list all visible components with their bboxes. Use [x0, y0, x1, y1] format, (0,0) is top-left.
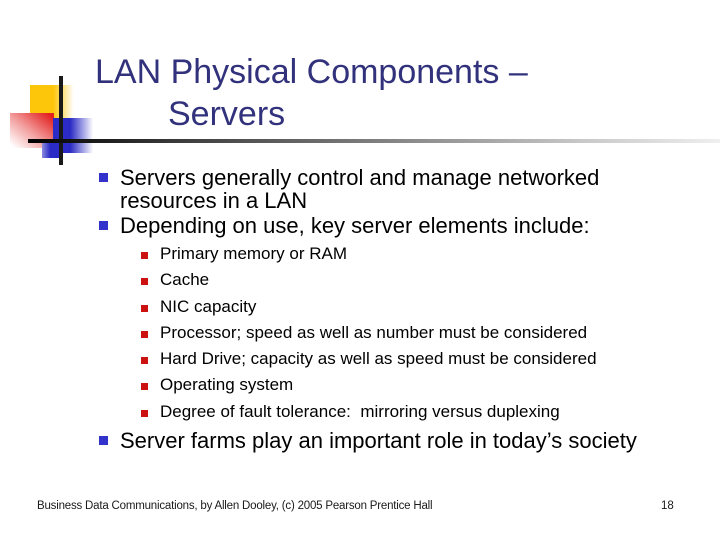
bullet-text: Server farms play an important role in t… [120, 428, 637, 454]
bullet-text: Servers generally control and manage net… [120, 165, 606, 213]
vertical-crosshair-line [59, 76, 63, 165]
sub-bullet-item: Cache [141, 267, 659, 293]
sub-bullet-item: Operating system [141, 372, 659, 398]
sub-bullet-list: Primary memory or RAM Cache NIC capacity… [141, 241, 659, 425]
red-square-bullet-icon [141, 357, 148, 365]
yellow-square-decoration [30, 85, 75, 118]
sub-bullet-text: Hard Drive; capacity as well as speed mu… [160, 349, 597, 369]
sub-bullet-text: Degree of fault tolerance: mirroring ver… [160, 401, 560, 421]
bullet-item: Servers generally control and manage net… [99, 162, 644, 212]
title-underline-rule [28, 139, 720, 143]
blue-square-bullet-icon [99, 221, 108, 230]
red-square-bullet-icon [141, 304, 148, 312]
sub-bullet-item: Hard Drive; capacity as well as speed mu… [141, 346, 659, 372]
bullet-item: Server farms play an important role in t… [99, 429, 644, 452]
slide-body: Servers generally control and manage net… [99, 162, 659, 452]
slide-page-number: 18 [661, 500, 674, 512]
sub-bullet-text: Cache [160, 270, 210, 290]
blue-square-bullet-icon [99, 436, 108, 446]
red-square-bullet-icon [141, 409, 148, 417]
red-square-bullet-icon [141, 252, 148, 259]
sub-bullet-item: NIC capacity [141, 294, 659, 320]
slide-title-line2: Servers [168, 95, 286, 133]
red-square-bullet-icon [141, 330, 148, 338]
sub-bullet-text: Processor; speed as well as number must … [160, 322, 588, 342]
bullet-text: Depending on use, key server elements in… [120, 213, 590, 238]
footer-citation: Business Data Communications, by Allen D… [37, 500, 433, 512]
sub-bullet-text: NIC capacity [160, 296, 257, 316]
bullet-item: Depending on use, key server elements in… [99, 214, 644, 237]
red-square-bullet-icon [141, 278, 148, 286]
sub-bullet-item: Degree of fault tolerance: mirroring ver… [141, 399, 659, 425]
sub-bullet-text: Primary memory or RAM [160, 244, 348, 263]
slide-title-line1: LAN Physical Components – [95, 53, 528, 91]
sub-bullet-item: Primary memory or RAM [141, 241, 659, 267]
sub-bullet-item: Processor; speed as well as number must … [141, 320, 659, 346]
blue-small-square-decoration [42, 143, 60, 158]
blue-square-bullet-icon [99, 173, 108, 182]
slide-title: LAN Physical Components – Servers [95, 51, 655, 135]
red-square-bullet-icon [141, 383, 148, 391]
sub-bullet-text: Operating system [160, 375, 294, 395]
